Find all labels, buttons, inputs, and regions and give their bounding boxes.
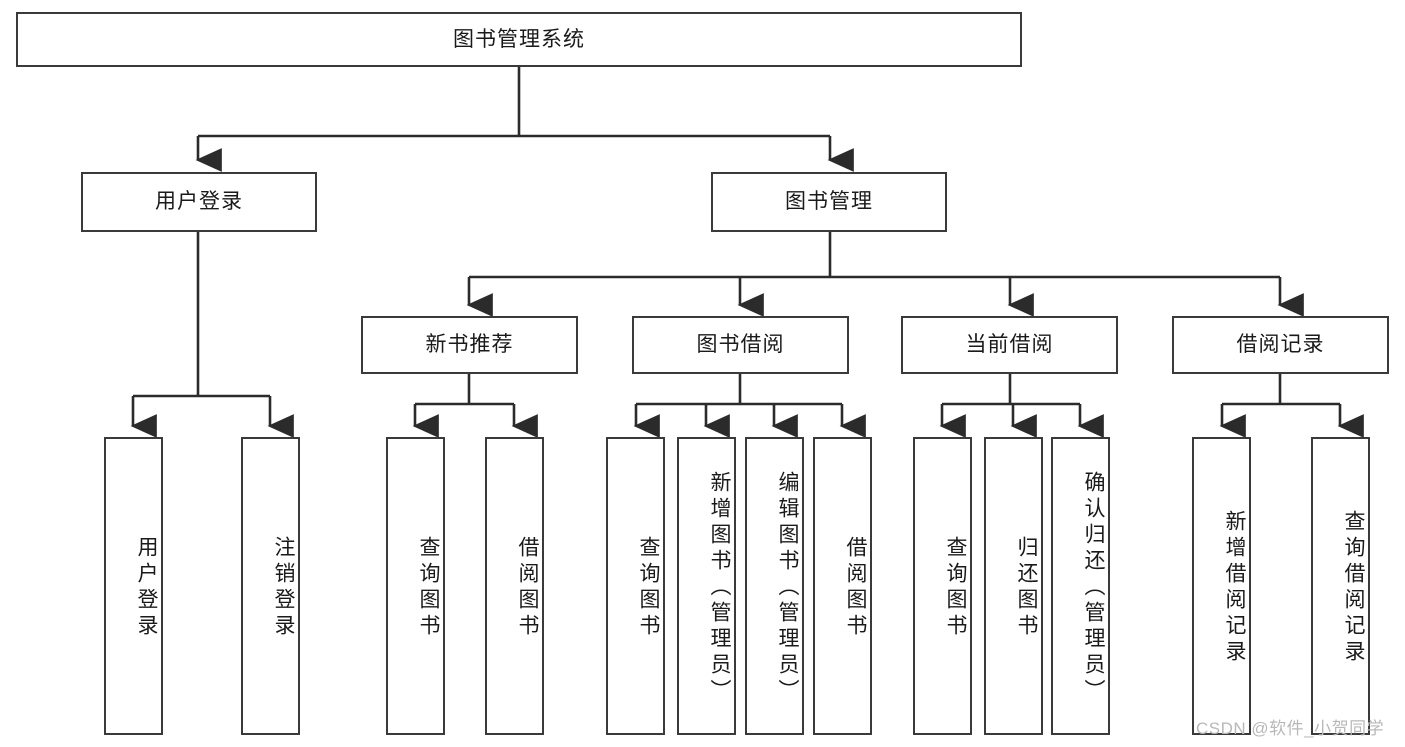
leaf-borrow-record-query[interactable]: 查询借阅记录 [1311,437,1370,735]
leaf-book-borrow-borrow[interactable]: 借阅图书 [813,437,872,735]
node-label: 用户登录 [155,190,243,214]
leaf-current-borrow-query[interactable]: 查询图书 [913,437,972,735]
node-label: 借阅记录 [1236,333,1325,357]
leaf-current-borrow-return[interactable]: 归还图书 [984,437,1043,735]
node-label: 查询图书 [417,536,440,640]
node-current-borrow[interactable]: 当前借阅 [901,316,1118,374]
node-label: 查询图书 [944,536,967,640]
node-label: 确认归还（管理员） [1082,471,1105,705]
node-borrow-record[interactable]: 借阅记录 [1172,316,1389,374]
leaf-book-borrow-add[interactable]: 新增图书（管理员） [677,437,736,735]
node-label: 查询图书 [637,536,660,640]
node-label: 借阅图书 [844,536,867,640]
node-label: 用户登录 [135,536,158,640]
leaf-borrow-record-add[interactable]: 新增借阅记录 [1192,437,1251,735]
node-user-login[interactable]: 用户登录 [81,172,317,232]
node-label: 借阅图书 [516,536,539,640]
node-label: 图书管理 [785,190,873,214]
leaf-current-borrow-confirm-return[interactable]: 确认归还（管理员） [1051,437,1110,735]
node-label: 新增借阅记录 [1223,510,1246,666]
node-new-book-recommend[interactable]: 新书推荐 [361,316,578,374]
node-label: 注销登录 [272,536,295,640]
node-label: 归还图书 [1015,536,1038,640]
leaf-new-book-query[interactable]: 查询图书 [386,437,445,735]
node-label: 编辑图书（管理员） [776,471,799,705]
node-label: 查询借阅记录 [1342,510,1365,666]
leaf-new-book-borrow[interactable]: 借阅图书 [485,437,544,735]
node-label: 图书借阅 [696,333,785,357]
node-book-management[interactable]: 图书管理 [711,172,947,232]
node-book-borrow[interactable]: 图书借阅 [632,316,849,374]
node-label: 新增图书（管理员） [708,471,731,705]
leaf-user-login-logout[interactable]: 注销登录 [241,437,300,735]
leaf-book-borrow-edit[interactable]: 编辑图书（管理员） [745,437,804,735]
leaf-user-login-login[interactable]: 用户登录 [104,437,163,735]
node-label: 图书管理系统 [453,27,585,51]
node-label: 当前借阅 [965,333,1054,357]
leaf-book-borrow-query[interactable]: 查询图书 [606,437,665,735]
node-label: 新书推荐 [425,333,514,357]
node-root-system[interactable]: 图书管理系统 [16,12,1022,67]
